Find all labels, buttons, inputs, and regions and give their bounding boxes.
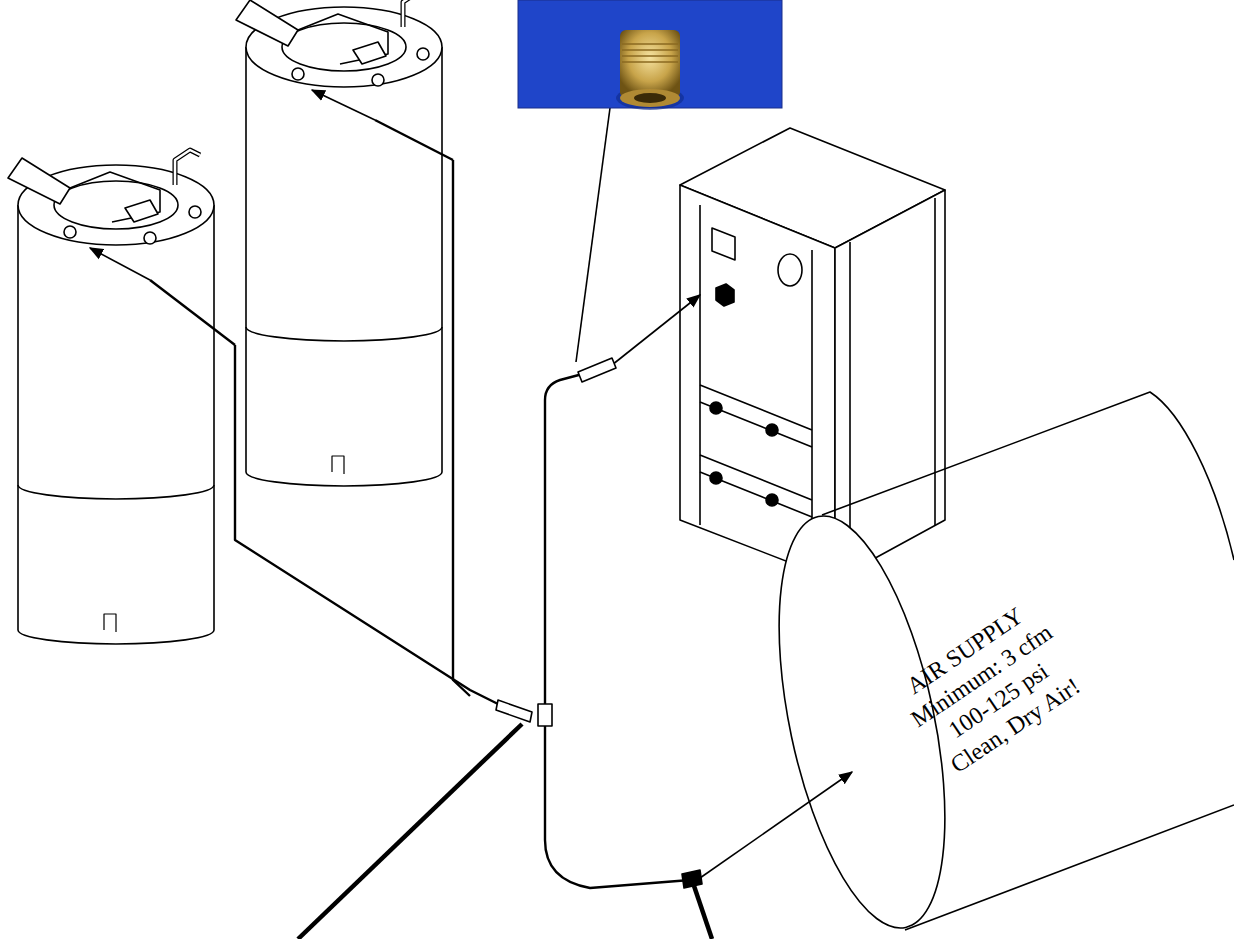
leader-line [692,880,712,939]
fitting-photo [518,0,782,110]
air-hose [90,90,690,888]
tank-label: AIR SUPPLYMinimum: 3 cfm100-125 psiClean… [877,582,1103,794]
leader-line [576,108,610,362]
keg [8,150,214,644]
air-supply-tank [748,392,1234,939]
cabinet [680,128,945,580]
arrow [612,295,700,365]
keg [236,0,442,486]
arrow [700,772,852,878]
leader-line [298,724,522,939]
fitting [496,358,702,888]
